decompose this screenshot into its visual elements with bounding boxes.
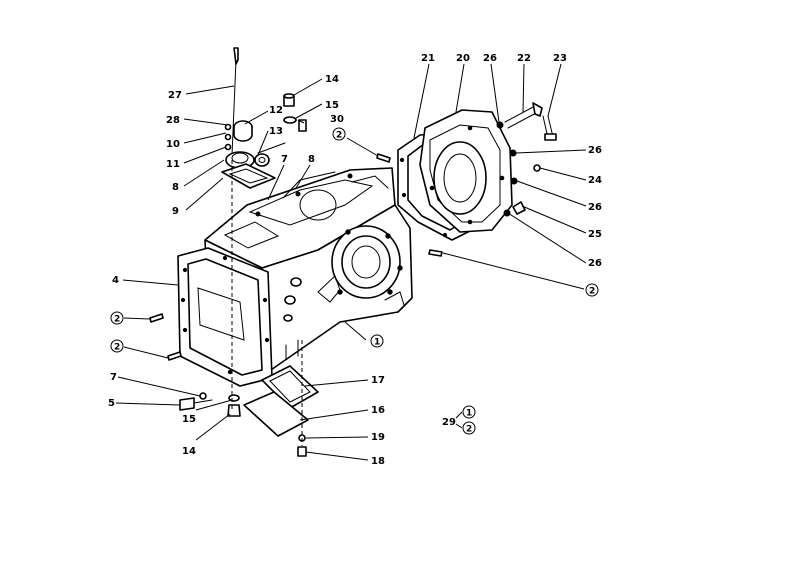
circled-ref-2: 2	[466, 425, 472, 435]
callout-19: 19	[371, 432, 385, 443]
callout-5: 5	[108, 398, 115, 409]
circled-ref-2: 2	[114, 343, 120, 353]
callout-12: 12	[269, 105, 283, 116]
top-cover-assembly	[221, 47, 307, 189]
front-gasket	[177, 247, 273, 387]
callout-17: 17	[371, 375, 385, 386]
callout-7: 7	[110, 372, 117, 383]
circled-ref-1: 1	[374, 338, 380, 348]
callout-27: 27	[168, 90, 182, 101]
callout-28: 28	[166, 115, 180, 126]
callout-4: 4	[112, 275, 119, 286]
callout-26: 26	[588, 202, 602, 213]
callout-26: 26	[588, 258, 602, 269]
callout-20: 20	[456, 53, 470, 64]
fasteners	[149, 102, 557, 457]
callout-15: 15	[325, 100, 339, 111]
callout-15: 15	[182, 414, 196, 425]
circled-ref-2: 2	[336, 131, 342, 141]
callout-30: 30	[330, 114, 344, 125]
callout-24: 24	[588, 175, 602, 186]
circled-ref-2: 2	[589, 287, 595, 297]
callout-11: 11	[166, 159, 180, 170]
circled-ref-2: 2	[114, 315, 120, 325]
callout-10: 10	[166, 139, 180, 150]
callout-labels: 27 28 12 10 13 11 8 9 7 8 14 15 30 21 20…	[108, 53, 602, 467]
circled-references: 2 2 2 2 1 1 2	[110, 127, 599, 435]
callout-26: 26	[483, 53, 497, 64]
callout-9: 9	[172, 206, 179, 217]
callout-21: 21	[421, 53, 435, 64]
callout-13: 13	[269, 126, 283, 137]
callout-29: 29	[442, 417, 456, 428]
callout-8: 8	[308, 154, 315, 165]
callout-7: 7	[281, 154, 288, 165]
callout-23: 23	[553, 53, 567, 64]
callout-22: 22	[517, 53, 531, 64]
callout-16: 16	[371, 405, 385, 416]
callout-18: 18	[371, 456, 385, 467]
flywheel-housing	[419, 109, 513, 233]
alignment-lines	[231, 160, 303, 446]
callout-14: 14	[182, 446, 196, 457]
circled-ref-1: 1	[466, 409, 472, 419]
callout-14: 14	[325, 74, 339, 85]
callout-26: 26	[588, 145, 602, 156]
leader-lines	[115, 63, 587, 461]
callout-8: 8	[172, 182, 179, 193]
callout-25: 25	[588, 229, 602, 240]
